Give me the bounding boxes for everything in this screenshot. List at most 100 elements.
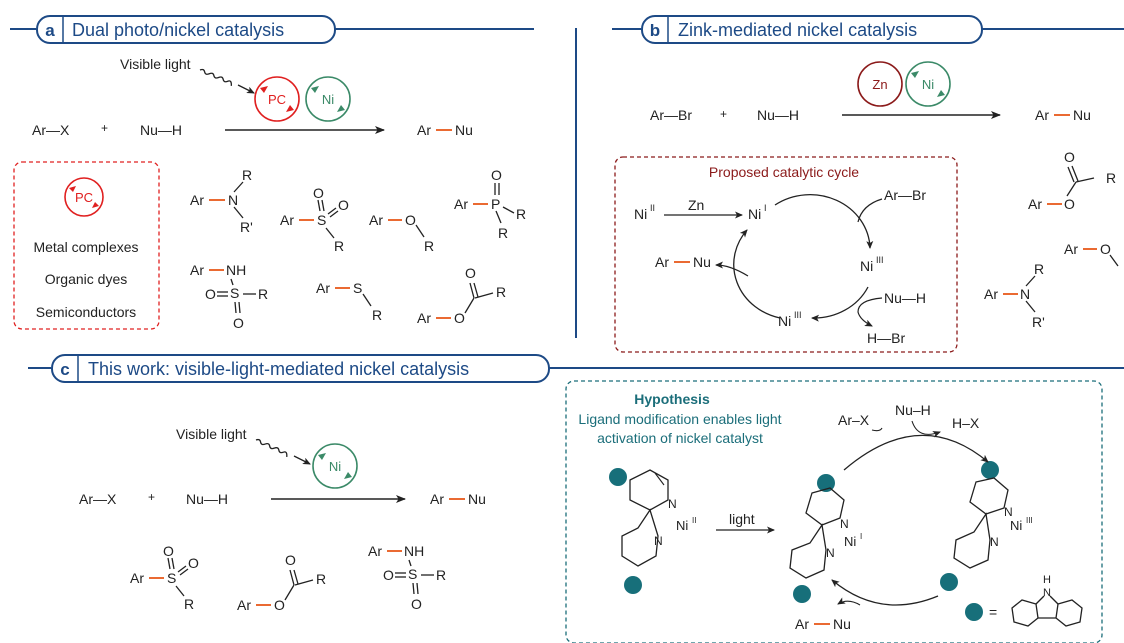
ni1-label: Ni xyxy=(748,206,761,222)
svg-text:S: S xyxy=(317,212,326,228)
svg-text:N: N xyxy=(990,535,999,549)
svg-text:II: II xyxy=(650,203,655,213)
catalytic-cycle-box xyxy=(614,156,958,353)
zn-reagent: Zn xyxy=(688,197,704,213)
panel-b-letter: b xyxy=(650,21,660,40)
ni3-bottom-label: Ni xyxy=(778,313,791,329)
svg-text:III: III xyxy=(876,255,884,265)
panel-b-title: Zink-mediated nickel catalysis xyxy=(678,20,917,40)
svg-text:O: O xyxy=(1064,196,1075,212)
panel-a-letter: a xyxy=(45,21,55,40)
svg-text:S: S xyxy=(408,566,417,582)
c-reactant-nu-h: Nu—H xyxy=(186,491,228,507)
svg-text:R': R' xyxy=(1032,314,1045,330)
reactant-ar-x: Ar—X xyxy=(32,122,70,138)
svg-text:S: S xyxy=(353,280,362,296)
svg-text:O: O xyxy=(274,597,285,613)
svg-text:N: N xyxy=(840,517,849,531)
b-plus: + xyxy=(720,107,727,121)
svg-text:O: O xyxy=(465,265,476,281)
svg-text:N: N xyxy=(668,497,677,511)
svg-text:N: N xyxy=(654,534,663,548)
b-reactant-nu-h: Nu—H xyxy=(757,107,799,123)
svg-text:Ar: Ar xyxy=(316,280,330,296)
svg-text:N: N xyxy=(1043,587,1051,599)
svg-text:N: N xyxy=(1020,286,1030,302)
svg-text:III: III xyxy=(1026,516,1033,525)
svg-text:R: R xyxy=(1106,170,1116,186)
svg-text:I: I xyxy=(764,203,767,213)
box-pc-label: PC xyxy=(75,190,93,205)
bipyridine-nickel-ii: N N Ni II xyxy=(609,468,696,594)
b-reactant-ar-br: Ar—Br xyxy=(650,107,692,123)
b-ni-label: Ni xyxy=(922,77,934,92)
svg-text:O: O xyxy=(1100,241,1111,257)
svg-text:I: I xyxy=(860,532,862,541)
svg-text:O: O xyxy=(233,315,244,331)
ni3-top-label: Ni xyxy=(860,258,873,274)
structure-ether: Ar O R xyxy=(369,212,434,254)
product-ar: Ar xyxy=(417,122,431,138)
svg-text:O: O xyxy=(205,286,216,302)
svg-text:Ar: Ar xyxy=(190,192,204,208)
svg-text:R: R xyxy=(436,567,446,583)
hypothesis-box xyxy=(565,380,1103,643)
pc-cycle-icon xyxy=(254,76,300,122)
hypothesis-line1: Ligand modification enables light xyxy=(578,411,781,427)
svg-text:R: R xyxy=(258,286,268,302)
c-h-x-byproduct: H–X xyxy=(952,415,980,431)
svg-text:R: R xyxy=(516,206,526,222)
svg-text:N: N xyxy=(228,192,238,208)
c-nu-h-reagent: Nu–H xyxy=(895,402,931,418)
h-br-byproduct: H—Br xyxy=(867,330,905,346)
panel-b: b Zink-mediated nickel catalysis Zn Ni A… xyxy=(612,15,1124,353)
svg-text:II: II xyxy=(692,516,696,525)
photocatalyst-box xyxy=(13,161,160,330)
svg-text:R: R xyxy=(1034,261,1044,277)
svg-text:N: N xyxy=(826,546,835,560)
svg-text:R: R xyxy=(334,238,344,254)
svg-text:Ar: Ar xyxy=(280,212,294,228)
c-structure-sulfonamide: Ar NH S O O R xyxy=(368,543,446,612)
cycle-title: Proposed catalytic cycle xyxy=(709,164,859,180)
svg-text:Ar: Ar xyxy=(190,262,204,278)
svg-text:O: O xyxy=(163,543,174,559)
b-structure-ester: O R Ar O xyxy=(1028,149,1116,212)
reactant-nu-h: Nu—H xyxy=(140,122,182,138)
svg-text:P: P xyxy=(491,196,500,212)
panel-c-letter: c xyxy=(60,360,69,379)
structure-amine: Ar N R R' xyxy=(190,167,253,235)
svg-text:Ar: Ar xyxy=(369,212,383,228)
c-light-wave-icon xyxy=(255,438,288,458)
c-structure-sulfone: Ar S O O R xyxy=(130,543,199,612)
svg-text:Ar: Ar xyxy=(237,597,251,613)
svg-text:O: O xyxy=(338,197,349,213)
ni3-complex-label: Ni xyxy=(1010,518,1022,533)
c-ni-cycle-icon xyxy=(312,443,358,489)
pc-label: PC xyxy=(268,92,286,107)
structure-sulfonamide: Ar NH S O O R xyxy=(190,262,268,331)
svg-text:R: R xyxy=(184,596,194,612)
panel-a-visible-light: Visible light xyxy=(120,56,191,72)
c-visible-light: Visible light xyxy=(176,426,247,442)
structure-sulfone: Ar S O O R xyxy=(280,185,349,254)
svg-text:S: S xyxy=(167,570,176,586)
hypothesis-title: Hypothesis xyxy=(634,391,710,407)
ni1-complex-label: Ni xyxy=(844,534,856,549)
b-product-nu: Nu xyxy=(1073,107,1091,123)
product-nu: Nu xyxy=(455,122,473,138)
ni2-complex-label: Ni xyxy=(676,518,688,533)
svg-text:Ar: Ar xyxy=(368,543,382,559)
svg-text:Ar: Ar xyxy=(984,286,998,302)
structure-thioether: Ar S R xyxy=(316,280,382,323)
svg-text:R: R xyxy=(496,284,506,300)
structure-phosphine-oxide: Ar P O R R xyxy=(454,167,526,241)
svg-text:O: O xyxy=(313,185,324,201)
svg-text:R: R xyxy=(242,167,252,183)
svg-text:O: O xyxy=(454,310,465,326)
svg-text:NH: NH xyxy=(404,543,424,559)
panel-a: a Dual photo/nickel catalysis Visible li… xyxy=(10,15,534,331)
box-pc-cycle-icon xyxy=(64,177,104,217)
svg-text:O: O xyxy=(411,596,422,612)
